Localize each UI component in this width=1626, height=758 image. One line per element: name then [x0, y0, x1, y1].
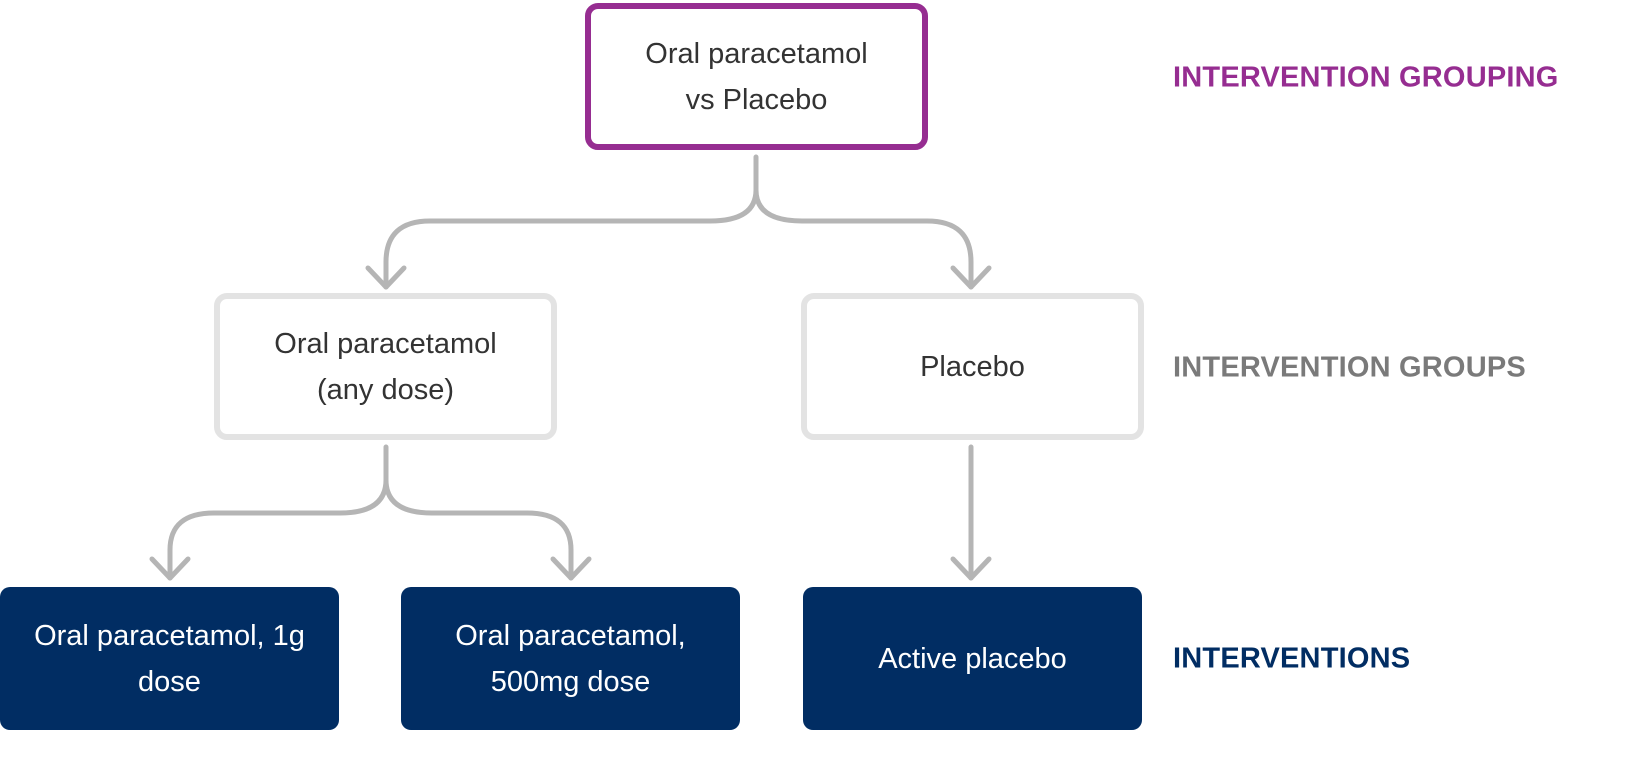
connector-paracetamol-group-to-500mg	[383, 477, 574, 581]
node-group-oral-paracetamol: Oral paracetamol (any dose)	[214, 293, 557, 440]
node-text-line: Oral paracetamol	[274, 327, 497, 360]
node-text-line: Oral paracetamol, 1g	[34, 619, 305, 652]
connector-grouping-to-placebo-group	[753, 187, 974, 290]
node-text-line: Active placebo	[878, 642, 1067, 675]
arrowhead-icon	[550, 556, 592, 581]
arrowhead-icon	[149, 556, 191, 581]
node-intervention-active-placebo: Active placebo	[803, 587, 1142, 730]
node-text-line: Oral paracetamol	[645, 37, 868, 70]
connector-grouping-to-paracetamol-group	[383, 154, 759, 290]
node-text-line: 500mg dose	[490, 665, 651, 698]
node-text-line: Oral paracetamol,	[455, 619, 686, 652]
level-label-intervention-groups: INTERVENTION GROUPS	[1173, 351, 1526, 384]
arrowhead-icon	[365, 265, 407, 290]
node-group-placebo: Placebo	[801, 293, 1144, 440]
node-intervention-paracetamol-1g: Oral paracetamol, 1g dose	[0, 587, 339, 730]
arrowhead-icon	[950, 265, 992, 290]
arrowhead-icon	[950, 556, 992, 581]
connector-paracetamol-group-to-1g	[167, 444, 389, 581]
node-intervention-grouping: Oral paracetamol vs Placebo	[585, 3, 928, 150]
node-intervention-paracetamol-500mg: Oral paracetamol, 500mg dose	[401, 587, 740, 730]
level-label-interventions: INTERVENTIONS	[1173, 642, 1411, 675]
node-text-line: (any dose)	[316, 373, 454, 406]
node-text-line: dose	[138, 665, 201, 698]
node-text-line: vs Placebo	[685, 83, 828, 116]
level-label-intervention-grouping: INTERVENTION GROUPING	[1173, 61, 1559, 94]
node-text-line: Placebo	[920, 350, 1025, 383]
